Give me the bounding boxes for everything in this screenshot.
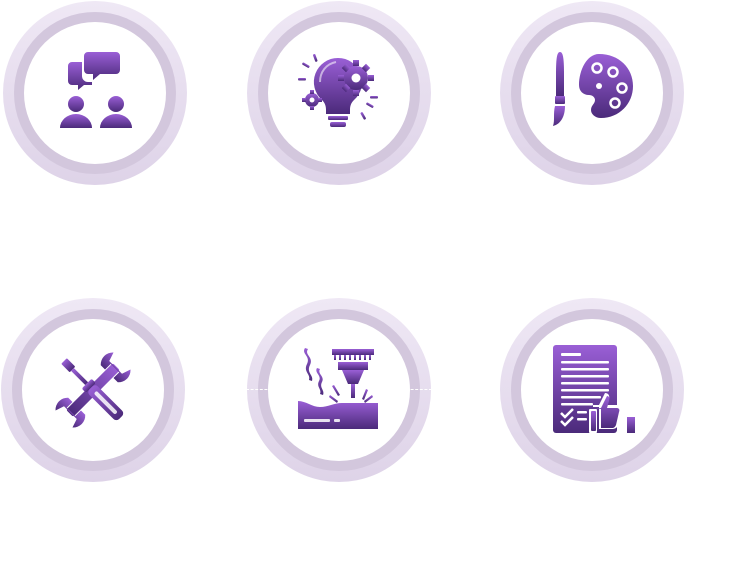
laser-cutting-machine-icon xyxy=(298,348,378,429)
badge-idea xyxy=(246,0,432,186)
badge-team-discussion xyxy=(2,0,188,186)
badge-tools xyxy=(0,297,186,483)
badge-laser-cutting xyxy=(246,297,432,483)
idea-bulb-gears-icon xyxy=(298,54,378,127)
dashed-connector-right xyxy=(406,389,432,390)
badge-ring xyxy=(3,1,187,185)
badge-art xyxy=(499,0,685,186)
art-palette-brush-icon xyxy=(553,52,633,126)
badge-approved-document xyxy=(499,297,685,483)
dashed-connector-left xyxy=(246,389,272,390)
approved-document-thumbs-up-icon xyxy=(553,345,635,433)
team-discussion-icon xyxy=(60,52,132,128)
wrench-screwdriver-tools-icon xyxy=(55,352,131,428)
